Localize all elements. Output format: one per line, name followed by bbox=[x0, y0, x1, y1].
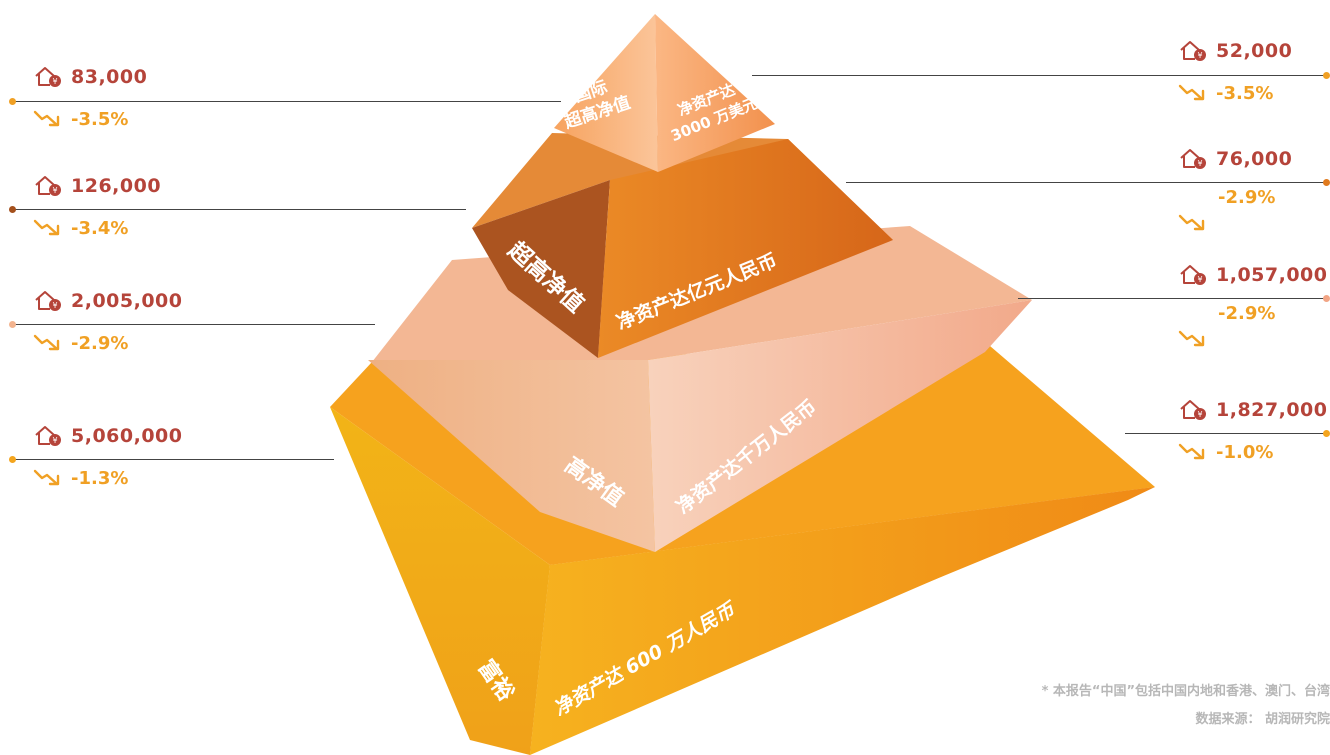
connector-dot bbox=[1323, 179, 1330, 186]
connector-dot bbox=[1323, 295, 1330, 302]
connector-dot bbox=[1323, 430, 1330, 437]
connector-dot bbox=[9, 206, 16, 213]
connector-line bbox=[12, 209, 466, 210]
trend-down-icon bbox=[33, 110, 60, 127]
house-yuan-icon: ¥ bbox=[35, 67, 61, 87]
house-yuan-icon: ¥ bbox=[1180, 149, 1206, 169]
tier-hnw-side-face bbox=[368, 360, 655, 552]
svg-text:¥: ¥ bbox=[52, 186, 57, 195]
connector-dot bbox=[9, 98, 16, 105]
household-count: 76,000 bbox=[1216, 148, 1293, 170]
change-percent: -1.0% bbox=[1216, 441, 1274, 463]
household-count: 1,057,000 bbox=[1216, 264, 1328, 286]
household-count: 2,005,000 bbox=[71, 290, 183, 312]
tier-international-uhnw bbox=[554, 14, 775, 172]
house-yuan-icon: ¥ bbox=[1180, 41, 1206, 61]
connector-line bbox=[12, 324, 375, 325]
trend-down-icon bbox=[1178, 443, 1205, 460]
right-stat: ¥ 1,827,000 -1.0% bbox=[1178, 396, 1327, 466]
trend-down-icon bbox=[1178, 214, 1205, 231]
tier-uhnw-front-face bbox=[598, 139, 893, 358]
house-yuan-icon: ¥ bbox=[35, 426, 61, 446]
change-percent: -3.5% bbox=[1216, 82, 1274, 104]
house-yuan-icon: ¥ bbox=[1180, 265, 1206, 285]
change-percent: -3.5% bbox=[71, 108, 129, 130]
connector-line bbox=[752, 75, 1326, 76]
left-stat: ¥ 2,005,000 -2.9% bbox=[33, 287, 182, 357]
right-stat: ¥ 76,000 -2.9% bbox=[1178, 145, 1292, 234]
tier-apex-front-face bbox=[655, 14, 775, 172]
trend-down-icon bbox=[33, 219, 60, 236]
svg-text:¥: ¥ bbox=[52, 77, 57, 86]
tier-uhnw-side-face bbox=[472, 180, 610, 358]
trend-down-icon bbox=[33, 334, 60, 351]
household-count: 5,060,000 bbox=[71, 425, 183, 447]
trend-down-icon bbox=[1178, 330, 1205, 347]
svg-text:¥: ¥ bbox=[1197, 410, 1202, 419]
house-yuan-icon: ¥ bbox=[35, 176, 61, 196]
connector-line bbox=[1125, 433, 1326, 434]
connector-dot bbox=[9, 456, 16, 463]
svg-text:¥: ¥ bbox=[52, 436, 57, 445]
tier-affluent-front-shade bbox=[530, 487, 1155, 755]
house-yuan-icon: ¥ bbox=[35, 291, 61, 311]
connector-line bbox=[1018, 298, 1326, 299]
tier-uhnw bbox=[472, 133, 893, 358]
tier-apex-side-face bbox=[554, 14, 658, 172]
tier-affluent-side-face bbox=[330, 407, 550, 755]
change-percent: -2.9% bbox=[1218, 303, 1276, 324]
svg-text:¥: ¥ bbox=[1197, 275, 1202, 284]
right-stat: ¥ 1,057,000 -2.9% bbox=[1178, 261, 1327, 350]
change-percent: -1.3% bbox=[71, 467, 129, 489]
house-yuan-icon: ¥ bbox=[1180, 400, 1206, 420]
connector-dot bbox=[9, 321, 16, 328]
change-percent: -2.9% bbox=[71, 332, 129, 354]
trend-down-icon bbox=[33, 469, 60, 486]
household-count: 83,000 bbox=[71, 66, 148, 88]
left-stat: ¥ 83,000 -3.5% bbox=[33, 63, 147, 133]
household-count: 52,000 bbox=[1216, 40, 1293, 62]
change-percent: -3.4% bbox=[71, 217, 129, 239]
svg-text:¥: ¥ bbox=[1197, 159, 1202, 168]
connector-line bbox=[12, 459, 334, 460]
tier-hnw-front-face bbox=[648, 300, 1032, 552]
household-count: 1,827,000 bbox=[1216, 399, 1328, 421]
connector-line bbox=[12, 101, 561, 102]
connector-line bbox=[846, 182, 1326, 183]
connector-dot bbox=[1323, 72, 1330, 79]
data-source: 数据来源： 胡润研究院 bbox=[1195, 712, 1330, 727]
household-count: 126,000 bbox=[71, 175, 162, 197]
footnote: * 本报告“中国”包括中国内地和香港、澳门、台湾 bbox=[1041, 684, 1330, 699]
left-stat: ¥ 5,060,000 -1.3% bbox=[33, 422, 182, 492]
trend-down-icon bbox=[1178, 84, 1205, 101]
left-stat: ¥ 126,000 -3.4% bbox=[33, 172, 161, 242]
change-percent: -2.9% bbox=[1218, 187, 1276, 208]
svg-text:¥: ¥ bbox=[1197, 51, 1202, 60]
right-stat: ¥ 52,000 -3.5% bbox=[1178, 37, 1292, 107]
svg-text:¥: ¥ bbox=[52, 301, 57, 310]
